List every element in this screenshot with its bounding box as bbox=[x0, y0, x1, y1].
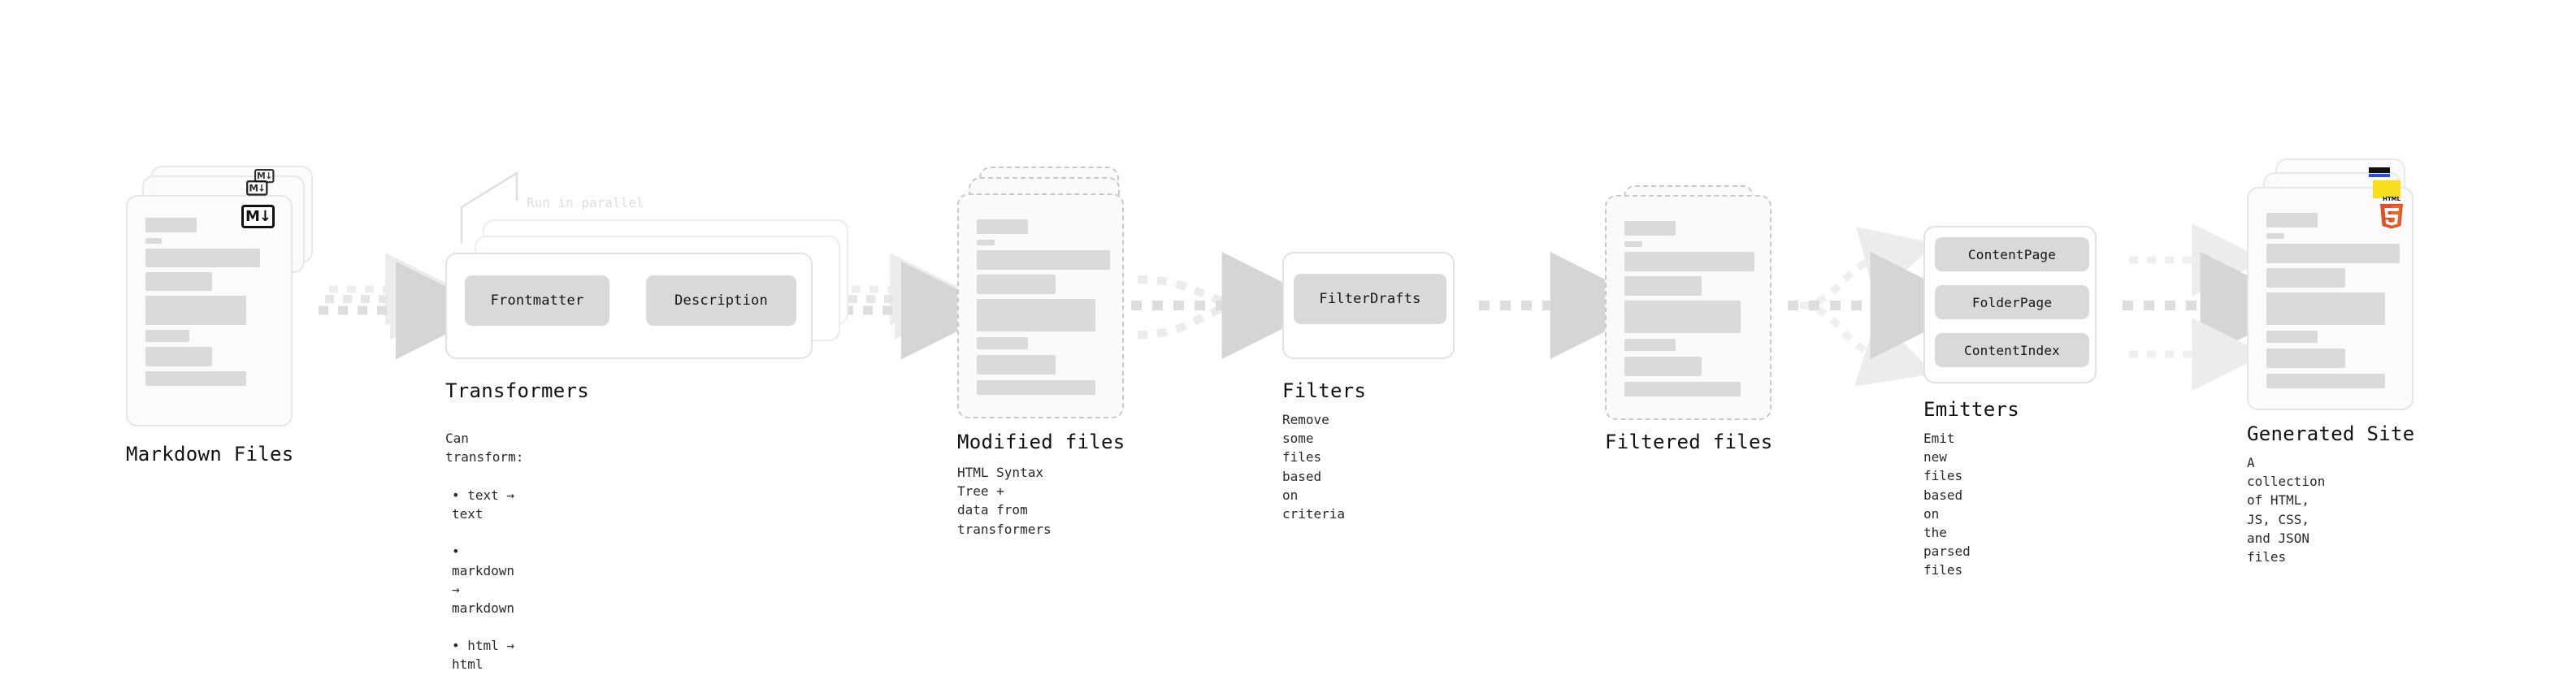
file-sheet-front bbox=[957, 193, 1124, 418]
skeleton-line bbox=[1624, 301, 1741, 333]
transformer-node-label: Description bbox=[674, 292, 768, 309]
skeleton-line bbox=[2266, 244, 2400, 263]
skeleton-line bbox=[1624, 382, 1741, 396]
transformers-desc-intro: Can transform: bbox=[445, 431, 524, 466]
transformer-node-frontmatter[interactable]: Frontmatter bbox=[465, 275, 609, 326]
emitter-node-folderpage[interactable]: FolderPage bbox=[1935, 285, 2089, 319]
file-sheet-front bbox=[2247, 187, 2413, 410]
stage-title-generated-site: Generated Site bbox=[2247, 422, 2415, 445]
connector-modified-to-filters bbox=[1131, 252, 1329, 359]
js-icon bbox=[2373, 180, 2400, 198]
transformer-node-description[interactable]: Description bbox=[646, 275, 796, 326]
filters-card: FilterDrafts bbox=[1282, 252, 1455, 359]
skeleton-line bbox=[2266, 213, 2318, 227]
stage-title-modified-files: Modified files bbox=[957, 431, 1125, 453]
skeleton-line bbox=[1624, 252, 1754, 271]
file-sheet-front bbox=[1605, 195, 1772, 420]
skeleton-line bbox=[1624, 241, 1642, 247]
skeleton-line bbox=[2266, 233, 2284, 239]
transformers-bullet: • markdown → markdown bbox=[452, 544, 515, 616]
skeleton-line bbox=[1624, 221, 1676, 236]
run-in-parallel-label: Run in parallel bbox=[527, 195, 644, 210]
emitter-node-label: FolderPage bbox=[1971, 294, 2053, 310]
file-sheet-front bbox=[126, 195, 293, 427]
filter-node-label: FilterDrafts bbox=[1319, 291, 1421, 307]
skeleton-line bbox=[2266, 374, 2385, 388]
html5-icon-svg: HTML bbox=[2380, 196, 2403, 229]
connector-filtered-to-emitters bbox=[1788, 227, 1978, 387]
skeleton-line bbox=[145, 249, 260, 267]
skeleton-line bbox=[145, 296, 246, 325]
filter-node-filterdrafts[interactable]: FilterDrafts bbox=[1294, 274, 1446, 324]
stage-description-modified-files: HTML Syntax Tree + data from transformer… bbox=[957, 465, 1052, 537]
transformers-bullet: • text → text bbox=[452, 487, 515, 522]
emitter-node-contentindex[interactable]: ContentIndex bbox=[1935, 333, 2089, 367]
connector-emitters-to-site bbox=[2123, 223, 2308, 391]
skeleton-line bbox=[1624, 276, 1702, 296]
markdown-icon: M↓ bbox=[241, 205, 275, 228]
emitter-node-contentpage[interactable]: ContentPage bbox=[1935, 237, 2089, 271]
stage-description-transformers: Can transform: • text → text • markdown … bbox=[445, 410, 523, 693]
skeleton-line bbox=[2266, 331, 2318, 343]
emitters-card: ContentPage FolderPage ContentIndex bbox=[1923, 226, 2097, 383]
markdown-icon-label: M↓ bbox=[257, 170, 272, 181]
skeleton-line bbox=[977, 275, 1056, 294]
skeleton-line bbox=[977, 355, 1056, 375]
skeleton-line bbox=[977, 299, 1095, 331]
skeleton-line bbox=[145, 330, 189, 342]
transformer-node-label: Frontmatter bbox=[490, 292, 584, 309]
skeleton-line bbox=[1624, 339, 1676, 351]
skeleton-line bbox=[977, 219, 1028, 234]
stage-title-filtered-files: Filtered files bbox=[1605, 431, 1773, 453]
skeleton-line bbox=[145, 347, 212, 366]
html5-icon: HTML bbox=[2377, 195, 2406, 229]
stage-title-transformers: Transformers bbox=[445, 379, 589, 402]
css3-icon bbox=[2369, 167, 2390, 178]
stage-description-filters: Remove some files based on criteria bbox=[1282, 412, 1346, 522]
skeleton-line bbox=[145, 238, 162, 244]
skeleton-line bbox=[145, 371, 246, 386]
markdown-icon-label: M↓ bbox=[249, 181, 266, 193]
markdown-icon: M↓ bbox=[246, 180, 268, 196]
skeleton-line bbox=[2266, 268, 2345, 288]
skeleton-line bbox=[145, 218, 197, 232]
stage-description-emitters: Emit new files based on the parsed files bbox=[1923, 431, 1971, 578]
skeleton-line bbox=[977, 380, 1095, 395]
stage-description-generated-site: A collection of HTML, JS, CSS, and JSON … bbox=[2247, 455, 2326, 565]
transformers-bullet: • html → html bbox=[452, 638, 515, 673]
skeleton-line bbox=[2266, 292, 2385, 325]
skeleton-line bbox=[977, 337, 1028, 349]
skeleton-line bbox=[145, 272, 212, 291]
skeleton-line bbox=[977, 240, 995, 245]
stage-title-filters: Filters bbox=[1282, 379, 1367, 402]
connector-md-to-transformers bbox=[319, 253, 494, 360]
skeleton-line bbox=[1624, 357, 1702, 376]
emitter-node-label: ContentIndex bbox=[1964, 342, 2060, 358]
skeleton-line bbox=[977, 250, 1110, 270]
skeleton-line bbox=[2266, 349, 2345, 368]
transformer-card-front: Frontmatter Description bbox=[445, 253, 813, 359]
svg-text:HTML: HTML bbox=[2383, 196, 2401, 202]
emitter-node-label: ContentPage bbox=[1967, 246, 2057, 262]
markdown-icon-label: M↓ bbox=[245, 207, 271, 225]
stage-title-emitters: Emitters bbox=[1923, 398, 2019, 421]
stage-title-markdown-files: Markdown Files bbox=[126, 443, 294, 466]
